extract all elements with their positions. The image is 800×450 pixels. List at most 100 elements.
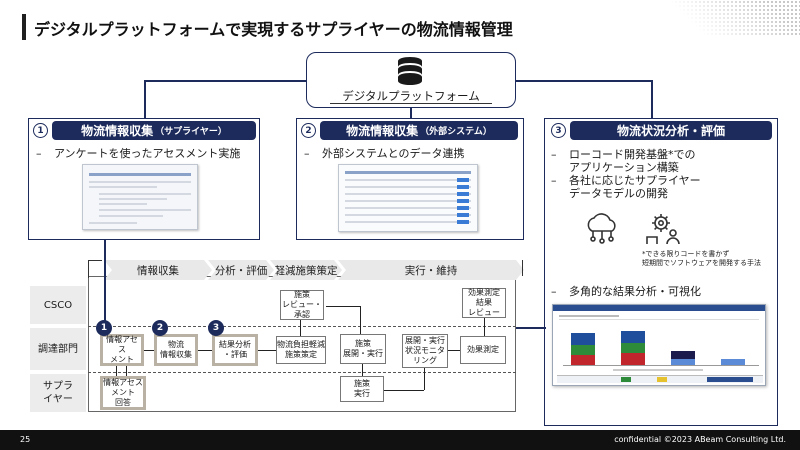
process-box-monitoring: 展開・実行 状況モニタ リング — [402, 334, 448, 368]
dashboard-subtitle-line — [559, 315, 619, 317]
phase-analysis: 分析・評価 — [208, 260, 274, 280]
phase-bracket-left — [88, 260, 89, 278]
panel3-bullet-1-line1: ローコード開発基盤*での — [569, 148, 696, 161]
panel3-bullet-1-cont: アプリケーション構築 — [569, 161, 679, 174]
panel3-bullet-3: –多角的な結果分析・可視化 — [551, 284, 701, 299]
panel2-number: 2 — [301, 123, 316, 138]
panel2-title: 物流情報収集 — [346, 124, 419, 138]
panel2-header: 物流情報収集（外部システム） — [320, 121, 518, 140]
arrow-b2-b3 — [196, 350, 212, 351]
bar-1-green — [571, 345, 595, 355]
panel2-subtitle: （外部システム） — [420, 127, 492, 137]
process-box-plan-review: 施策 レビュー・ 承認 — [280, 290, 324, 320]
process-box-info-assessment: 情報アセス メント — [100, 334, 144, 366]
lowcode-note-2: 短期間でソフトウェアを開発する手法 — [642, 259, 761, 267]
phase-mitigation: 軽減施策策定 — [270, 260, 342, 280]
panel3-number: 3 — [551, 123, 566, 138]
page-title: デジタルプラットフォームで実現するサプライヤーの物流情報管理 — [34, 20, 513, 39]
arrow-b1-b2 — [140, 350, 154, 351]
panel1-number: 1 — [33, 123, 48, 138]
arrow-b10-b1 — [126, 364, 127, 378]
lane-supplier: サプラ イヤー — [30, 374, 86, 412]
lane-procurement: 調達部門 — [30, 328, 86, 370]
process-box-effect-measurement: 効果測定 — [460, 336, 506, 364]
title-accent-bar — [22, 14, 26, 40]
process-box-plan-execution: 施策 実行 — [340, 376, 384, 402]
lane-separator-2 — [88, 372, 516, 373]
dashboard-header-bar — [553, 305, 765, 311]
arrow-b6-b11 — [362, 364, 363, 378]
arrow-b5-b6-h — [326, 306, 360, 307]
panel2-bullet-text: 外部システムとのデータ連携 — [322, 147, 465, 160]
arrow-b4-b5-up — [300, 320, 301, 338]
page-number: 25 — [20, 435, 31, 444]
process-step-1: 1 — [96, 320, 112, 336]
footer-bar: 25 confidential ©2023 ABeam Consulting L… — [0, 430, 800, 450]
connector-b8-to-panel3 — [516, 327, 546, 329]
bar-2-green — [621, 343, 645, 353]
panel3-bullet-2-line1: 各社に応じたサプライヤー — [569, 174, 701, 187]
panel1-bullet-text: アンケートを使ったアセスメント実施 — [54, 147, 241, 160]
phase-info-collection: 情報収集 — [104, 260, 212, 280]
process-box-assessment-answer: 情報アセス メント 回答 — [100, 376, 146, 410]
panel1-subtitle: （サプライヤー） — [155, 127, 227, 137]
arrow-b11-b7-h — [384, 390, 424, 391]
panel3-bullet-1: –ローコード開発基盤*での — [551, 147, 696, 162]
arrow-b5-b6-v — [360, 306, 361, 334]
arrow-b7-b8 — [446, 350, 460, 351]
arrow-b8-b9 — [484, 318, 485, 336]
dashboard-table — [557, 375, 763, 383]
database-icon — [396, 56, 424, 90]
connector-platform-left — [144, 80, 307, 82]
bar-1-blue — [571, 333, 595, 345]
external-system-screenshot — [338, 164, 478, 232]
dash: – — [304, 147, 310, 160]
process-box-result-analysis: 結果分析 ・評価 — [212, 334, 258, 366]
lane-separator-1 — [88, 326, 516, 327]
process-box-mitigation-plan: 物流負担軽減 施策策定 — [276, 336, 326, 364]
dashboard-axis — [563, 365, 759, 366]
bar-4-light — [721, 359, 745, 365]
bar-2-red — [621, 353, 645, 365]
process-box-logistics-collection: 物流 情報収集 — [154, 334, 198, 366]
arrow-b11-b7-v — [424, 368, 425, 390]
process-box-plan-rollout: 施策 展開・実行 — [340, 334, 386, 364]
decorative-dot-pattern — [670, 0, 800, 36]
survey-screenshot — [82, 164, 198, 230]
panel3-bullet-3-text: 多角的な結果分析・可視化 — [569, 285, 701, 298]
lane-csco: CSCO — [30, 286, 86, 324]
process-step-3: 3 — [208, 320, 224, 336]
process-step-2: 2 — [152, 320, 168, 336]
lowcode-note-1: *できる限りコードを書かず — [642, 250, 730, 258]
platform-label: デジタルプラットフォーム — [342, 89, 480, 103]
panel1-header: 物流情報収集（サプライヤー） — [52, 121, 256, 140]
bar-3-dark — [671, 351, 695, 359]
arrow-b3-b4 — [256, 350, 278, 351]
bar-2-blue — [621, 331, 645, 343]
panel1-title: 物流情報収集 — [81, 124, 154, 138]
cloud-network-icon — [580, 210, 624, 246]
panel3-bullet-2: –各社に応じたサプライヤー — [551, 173, 701, 188]
phase-bracket-top — [88, 260, 102, 261]
panel2-bullet: –外部システムとのデータ連携 — [304, 146, 465, 161]
dashboard-divider — [559, 319, 759, 320]
phase-bracket-right — [522, 260, 523, 276]
phase-execution: 実行・維持 — [338, 260, 524, 280]
confidential-notice: confidential ©2023 ABeam Consulting Ltd. — [614, 435, 786, 444]
connector-platform-center — [410, 108, 412, 118]
dash: – — [551, 148, 557, 161]
arrow-b1-b10 — [116, 364, 117, 378]
panel3-header: 物流状況分析・評価 — [570, 121, 772, 140]
gear-person-icon — [640, 210, 684, 246]
connector-platform-right — [515, 80, 652, 82]
panel3-bullet-2-cont: データモデルの開発 — [569, 187, 668, 200]
panel3-title: 物流状況分析・評価 — [616, 124, 725, 138]
connector-right-down — [651, 80, 653, 120]
dash: – — [551, 174, 557, 187]
dash: – — [551, 285, 557, 298]
dash: – — [36, 147, 42, 160]
panel1-bullet: –アンケートを使ったアセスメント実施 — [36, 146, 240, 161]
bar-1-red — [571, 355, 595, 365]
connector-left-down — [144, 80, 146, 118]
platform-underline — [330, 103, 492, 104]
